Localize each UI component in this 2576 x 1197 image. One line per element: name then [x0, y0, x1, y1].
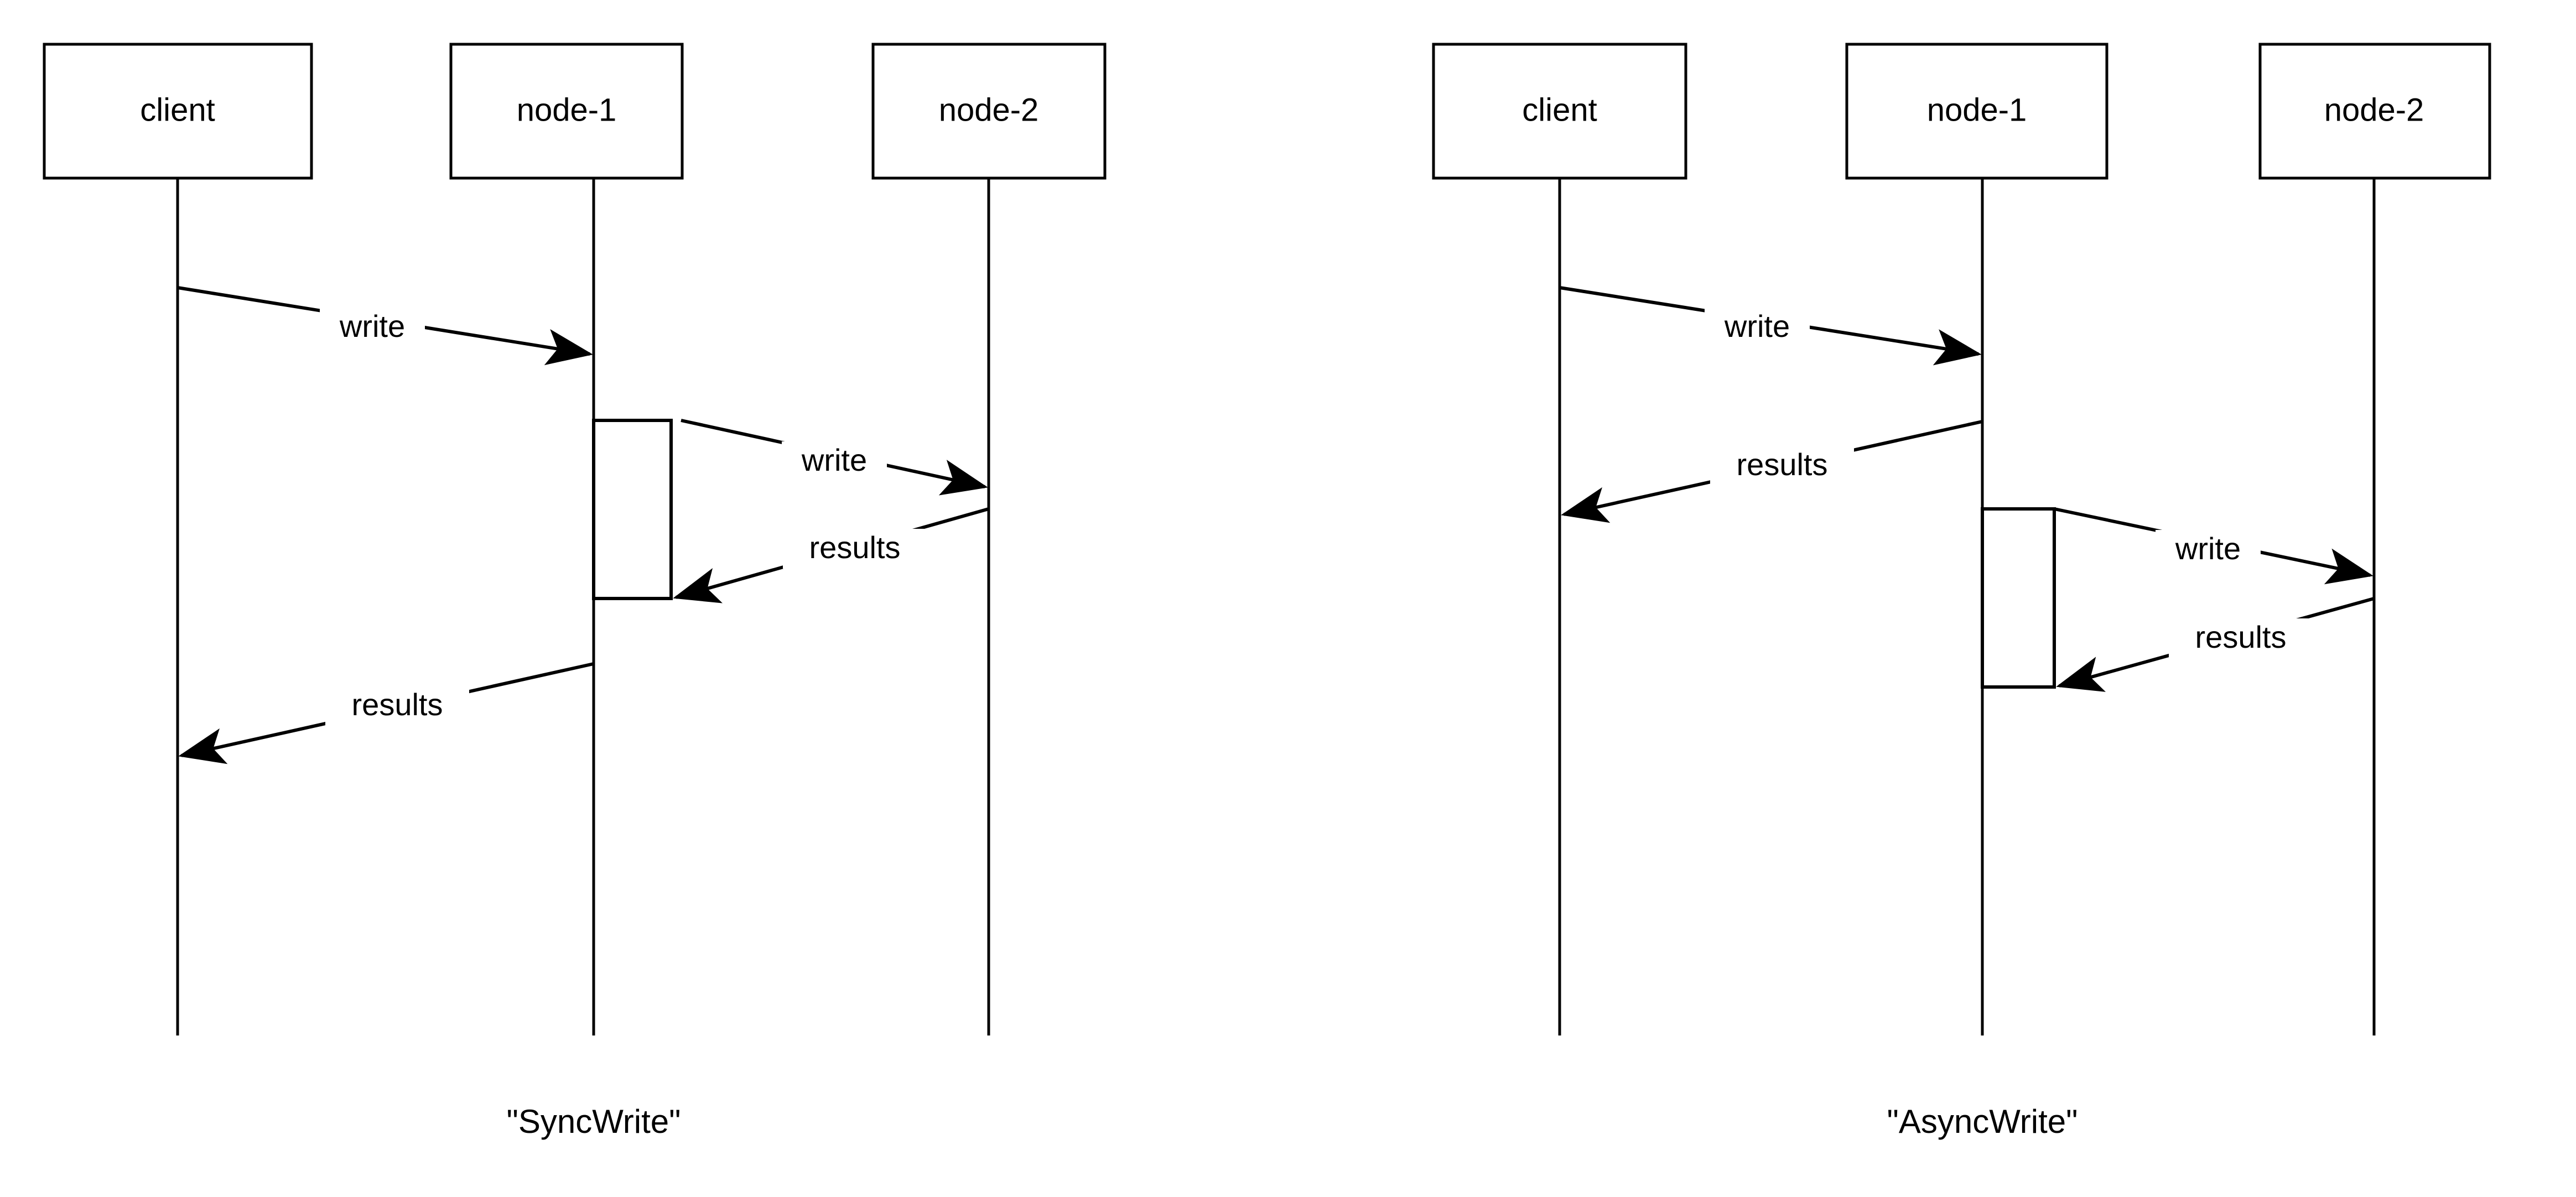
participant-node-2[interactable]: node-2	[871, 43, 1107, 180]
participant-label-node-2: node-2	[939, 92, 1039, 128]
message-label-write: write	[339, 309, 405, 344]
message-results-node-2-node-1: results	[2056, 597, 2375, 692]
message-label-backdrop	[1710, 446, 1854, 486]
participant-node-1[interactable]: node-1	[449, 43, 684, 180]
participant-box-node-1[interactable]	[449, 43, 684, 180]
participant-node-1[interactable]: node-1	[1845, 43, 2108, 180]
message-write-node-1-node-2: write	[2054, 507, 2374, 585]
participant-label-node-1: node-1	[517, 92, 617, 128]
diagram-caption-async-write: "AsyncWrite"	[1887, 1103, 2078, 1140]
participant-label-client: client	[140, 92, 215, 128]
diagram-caption-sync-write: "SyncWrite"	[507, 1103, 681, 1140]
message-label-backdrop	[325, 686, 469, 726]
message-write-client-node-1: write	[177, 286, 593, 366]
message-label-backdrop	[320, 308, 425, 347]
participant-label-node-2: node-2	[2324, 92, 2424, 128]
message-label-backdrop	[2156, 530, 2261, 570]
message-results-node-1-client: results	[1561, 420, 1983, 523]
message-label-results: results	[1737, 447, 1828, 482]
message-label-backdrop	[783, 529, 927, 569]
message-label-write: write	[1724, 309, 1790, 344]
message-label-write: write	[2175, 531, 2241, 566]
diagram-async-write: client node-1 node-2 write	[1432, 43, 2491, 1140]
participant-box-client[interactable]	[1432, 43, 1687, 180]
participant-box-node-1[interactable]	[1845, 43, 2108, 180]
participant-client[interactable]: client	[1432, 43, 1687, 180]
activation-bar-node-1	[1981, 507, 2056, 689]
message-label-backdrop	[2169, 618, 2313, 658]
participant-box-node-2[interactable]	[871, 43, 1107, 180]
message-results-node-2-node-1: results	[673, 507, 989, 603]
activation-bar-node-1	[592, 419, 673, 600]
message-label-backdrop	[782, 441, 887, 481]
participant-client[interactable]: client	[43, 43, 313, 180]
participant-label-client: client	[1522, 92, 1597, 128]
message-write-client-node-1: write	[1559, 286, 1982, 366]
message-label-backdrop	[1705, 308, 1810, 347]
diagram-sync-write: client node-1 node-2 write	[43, 43, 1107, 1140]
message-label-write: write	[801, 443, 867, 477]
message-label-results: results	[2195, 620, 2287, 654]
message-results-node-1-client: results	[178, 662, 594, 764]
participant-label-node-1: node-1	[1927, 92, 2027, 128]
message-label-results: results	[809, 530, 901, 565]
message-label-results: results	[352, 687, 443, 722]
participant-node-2[interactable]: node-2	[2258, 43, 2491, 180]
message-write-node-1-node-2: write	[681, 419, 988, 496]
participant-box-client[interactable]	[43, 43, 313, 180]
